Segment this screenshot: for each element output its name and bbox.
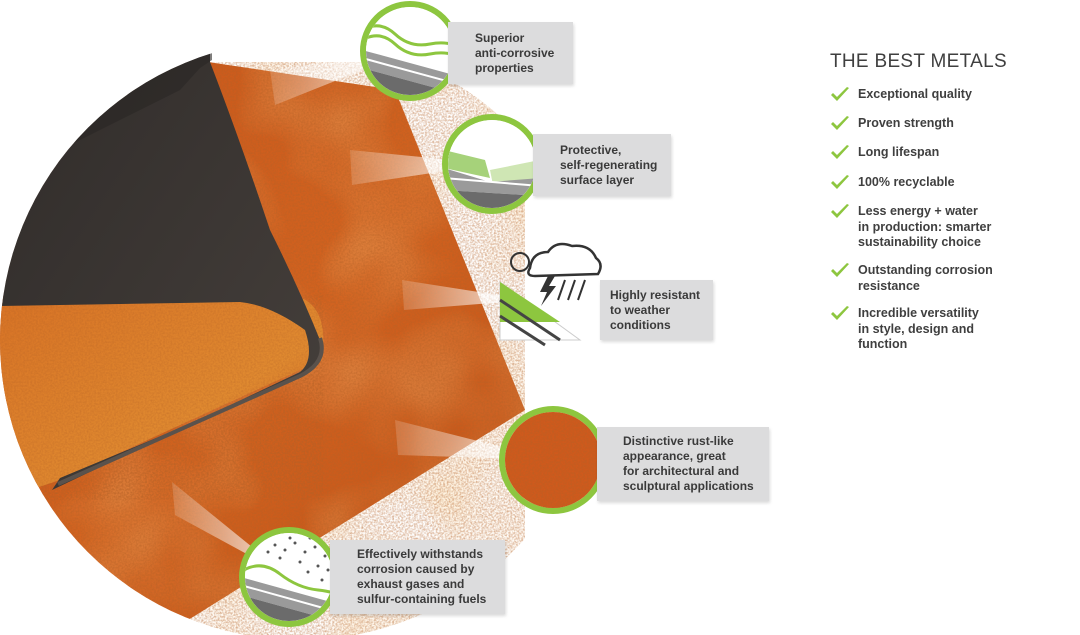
callout-line: sulfur-containing fuels: [357, 592, 487, 606]
surface-layer-icon: [442, 114, 542, 214]
callout-line: corrosion caused by: [357, 562, 475, 576]
feature-item: Proven strength: [830, 116, 1070, 133]
callout-line: anti-corrosive: [475, 45, 555, 60]
callout-line: Superior: [475, 30, 525, 45]
callout-line: conditions: [610, 317, 671, 332]
feature-text: Long lifespan: [858, 145, 940, 159]
feature-text: Proven strength: [858, 116, 954, 130]
checkmark-icon: [831, 116, 849, 130]
checkmark-icon: [831, 306, 849, 320]
feature-text: 100% recyclable: [858, 175, 955, 189]
callout-rust-appearance: Distinctive rust-like appearance, great …: [597, 427, 769, 501]
callout-line: Distinctive rust-like: [623, 434, 734, 448]
callout-line: Effectively withstands: [357, 547, 484, 561]
callout-line: for architectural and: [623, 464, 740, 478]
checkmark-icon: [831, 145, 849, 159]
feature-text: Less energy + water in production: smart…: [858, 204, 992, 249]
checkmark-icon: [831, 87, 849, 101]
callout-line: self-regenerating: [560, 157, 658, 172]
callout-line: Highly resistant: [610, 287, 701, 302]
checkmark-icon: [831, 204, 849, 218]
callout-line: appearance, great: [623, 449, 726, 463]
rust-texture-icon: [499, 406, 607, 514]
callout-weather: Highly resistant to weather conditions: [600, 280, 713, 340]
callout-line: Protective,: [560, 142, 622, 157]
callout-line: surface layer: [560, 172, 635, 187]
panel-title: THE BEST METALS: [830, 51, 1007, 72]
feature-item: Outstanding corrosion resistance: [830, 263, 1070, 294]
corrosion-layer-icon: [360, 1, 460, 101]
feature-item: 100% recyclable: [830, 175, 1070, 192]
callout-line: exhaust gases and: [357, 577, 465, 591]
callout-line: properties: [475, 60, 534, 75]
feature-item: Less energy + water in production: smart…: [830, 204, 1070, 251]
feature-text: Incredible versatility in style, design …: [858, 306, 979, 351]
feature-item: Long lifespan: [830, 145, 1070, 162]
callout-regenerating-layer: Protective, self-regenerating surface la…: [533, 134, 671, 196]
checkmark-icon: [831, 263, 849, 277]
checkmark-icon: [831, 175, 849, 189]
callout-line: to weather: [610, 302, 671, 317]
feature-item: Exceptional quality: [830, 87, 1070, 104]
callout-anti-corrosive: Superior anti-corrosive properties: [448, 22, 573, 84]
callout-line: sculptural applications: [623, 479, 754, 493]
feature-text: Exceptional quality: [858, 87, 972, 101]
callout-exhaust-gases: Effectively withstands corrosion caused …: [330, 540, 505, 614]
feature-text: Outstanding corrosion resistance: [858, 263, 993, 293]
feature-item: Incredible versatility in style, design …: [830, 306, 1070, 353]
weather-storm-icon: [499, 242, 602, 347]
